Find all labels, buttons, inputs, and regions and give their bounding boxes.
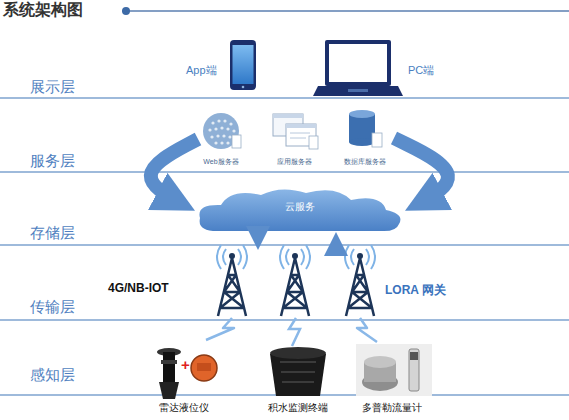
flow-arrow (151, 139, 198, 211)
node-text: App端 (186, 64, 217, 77)
signal-tower (217, 245, 247, 316)
layer-name: 展示层 (30, 78, 75, 95)
layer-name: 传输层 (30, 298, 75, 315)
database-server-icon (349, 110, 382, 147)
plus-sign: + (181, 356, 190, 373)
phone-icon (230, 40, 256, 90)
doppler-meter-image (356, 344, 432, 396)
node-text: LORA 网关 (385, 284, 446, 298)
node-text: 应用服务器 (266, 158, 322, 166)
node-text: PC端 (408, 64, 434, 77)
node-text: 雷达液位仪 (148, 402, 220, 414)
component-node: 数据库服务器 (336, 106, 394, 170)
radar-sensor-image (157, 348, 217, 399)
node-text: 积水监测终端 (258, 402, 338, 414)
signal-tower (280, 245, 310, 316)
component-node: PC端 (318, 36, 402, 98)
node-text: Web服务器 (192, 158, 250, 166)
node-text: 4G/NB-IOT (108, 282, 169, 296)
flow-arrow (394, 138, 448, 211)
signal-tower (345, 245, 375, 316)
component-node: 应用服务器 (266, 108, 322, 170)
layer-name: 服务层 (30, 152, 75, 169)
laptop-icon (313, 40, 403, 96)
water-terminal-image (270, 347, 326, 396)
component-node: 多普勒流量计 (350, 342, 434, 416)
wireless-link (206, 318, 234, 340)
application-server-icon (273, 114, 318, 149)
component-node: App端 (228, 38, 258, 92)
layer-lines (0, 98, 569, 395)
diagram-title: 系统架构图 (3, 1, 83, 19)
layer-name: 感知层 (30, 366, 75, 383)
component-node: 积水监测终端 (258, 344, 338, 416)
node-text: 多普勒流量计 (350, 402, 434, 414)
web-server-icon (203, 113, 241, 149)
component-node: LORA 网关 (325, 250, 385, 318)
component-node: 雷达液位仪 (148, 340, 220, 416)
flow-arrow (332, 232, 340, 250)
layer-name: 存储层 (30, 224, 75, 241)
component-node: Web服务器 (198, 108, 244, 170)
component-node: 4G/NB-IOT (210, 250, 262, 318)
cloud-node: 云服务 (195, 185, 405, 232)
node-text: 数据库服务器 (336, 158, 394, 166)
wireless-link (289, 318, 300, 346)
wireless-link (357, 318, 377, 342)
title-rule (122, 7, 569, 15)
flow-arrow (254, 232, 262, 250)
node-text: 云服务 (195, 201, 405, 213)
